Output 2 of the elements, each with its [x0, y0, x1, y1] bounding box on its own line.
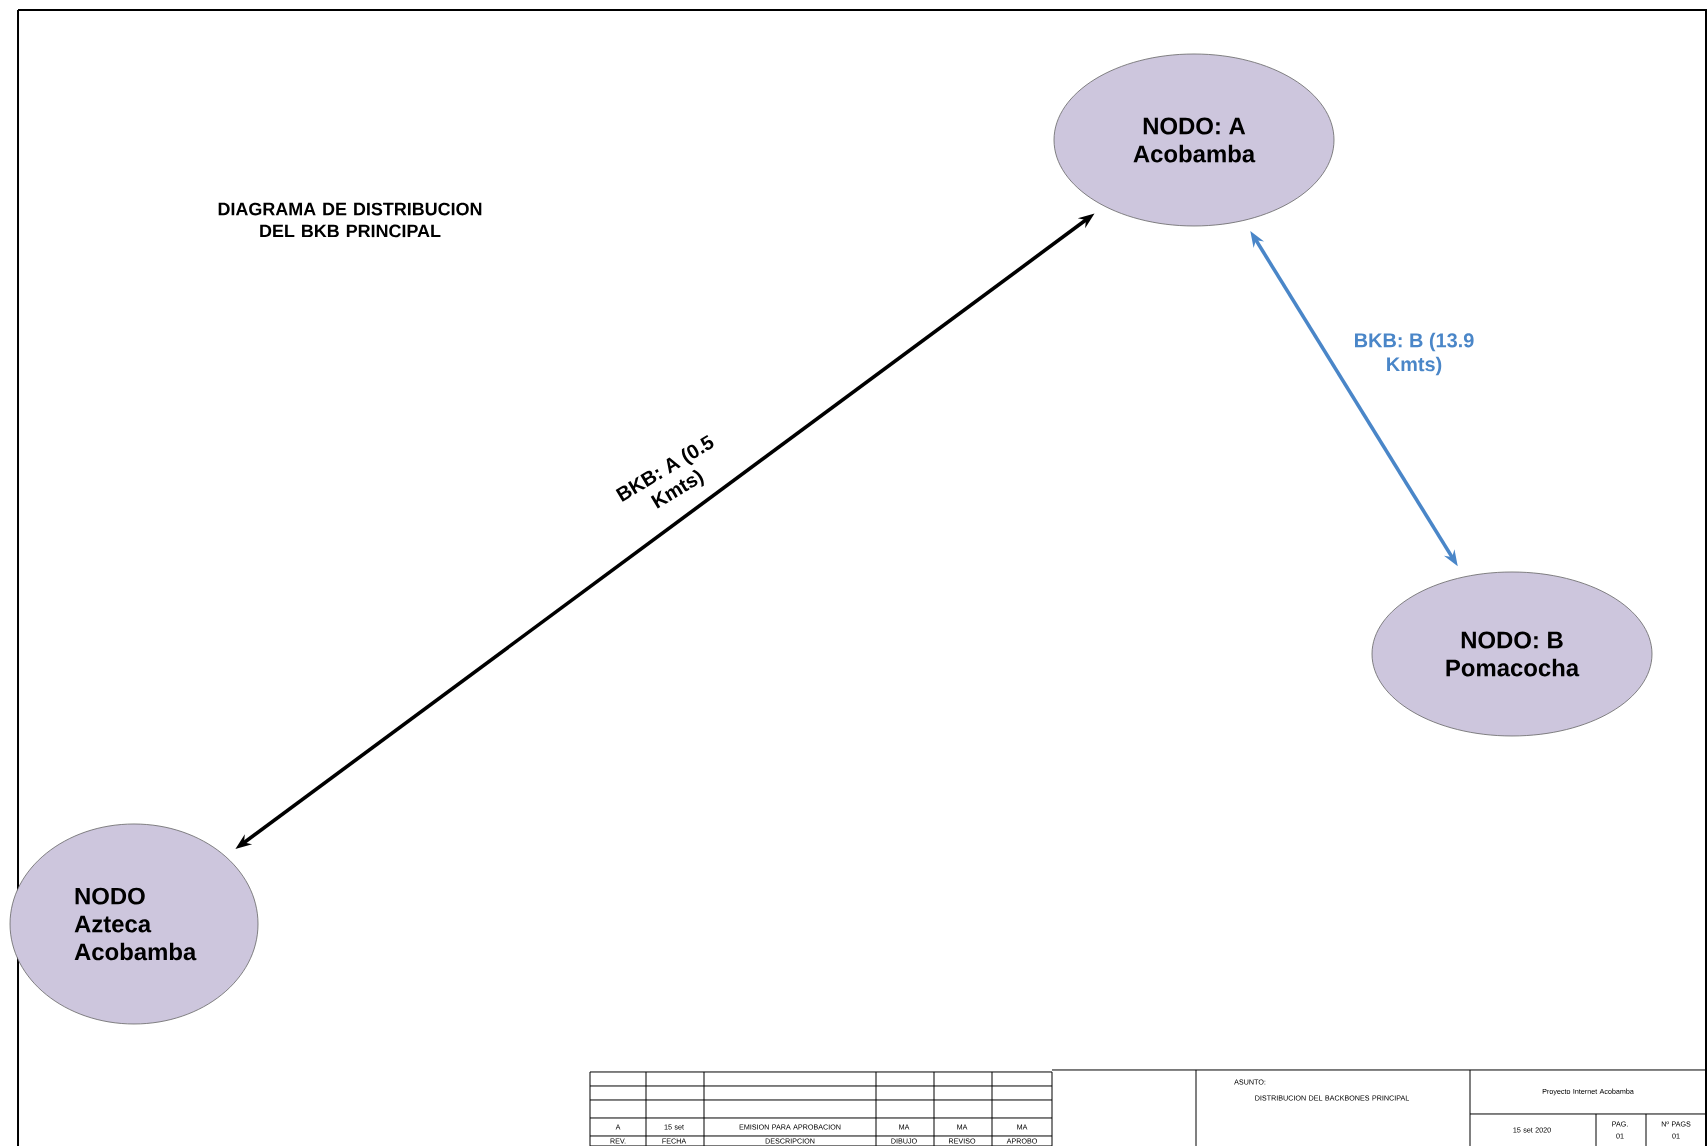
edge-label: BKB: B (13.9 Kmts) — [1355, 332, 1474, 376]
diagram-title: DIAGRAMA DE DISTRIBUCION DEL BKB PRINCIPAL — [218, 202, 482, 238]
